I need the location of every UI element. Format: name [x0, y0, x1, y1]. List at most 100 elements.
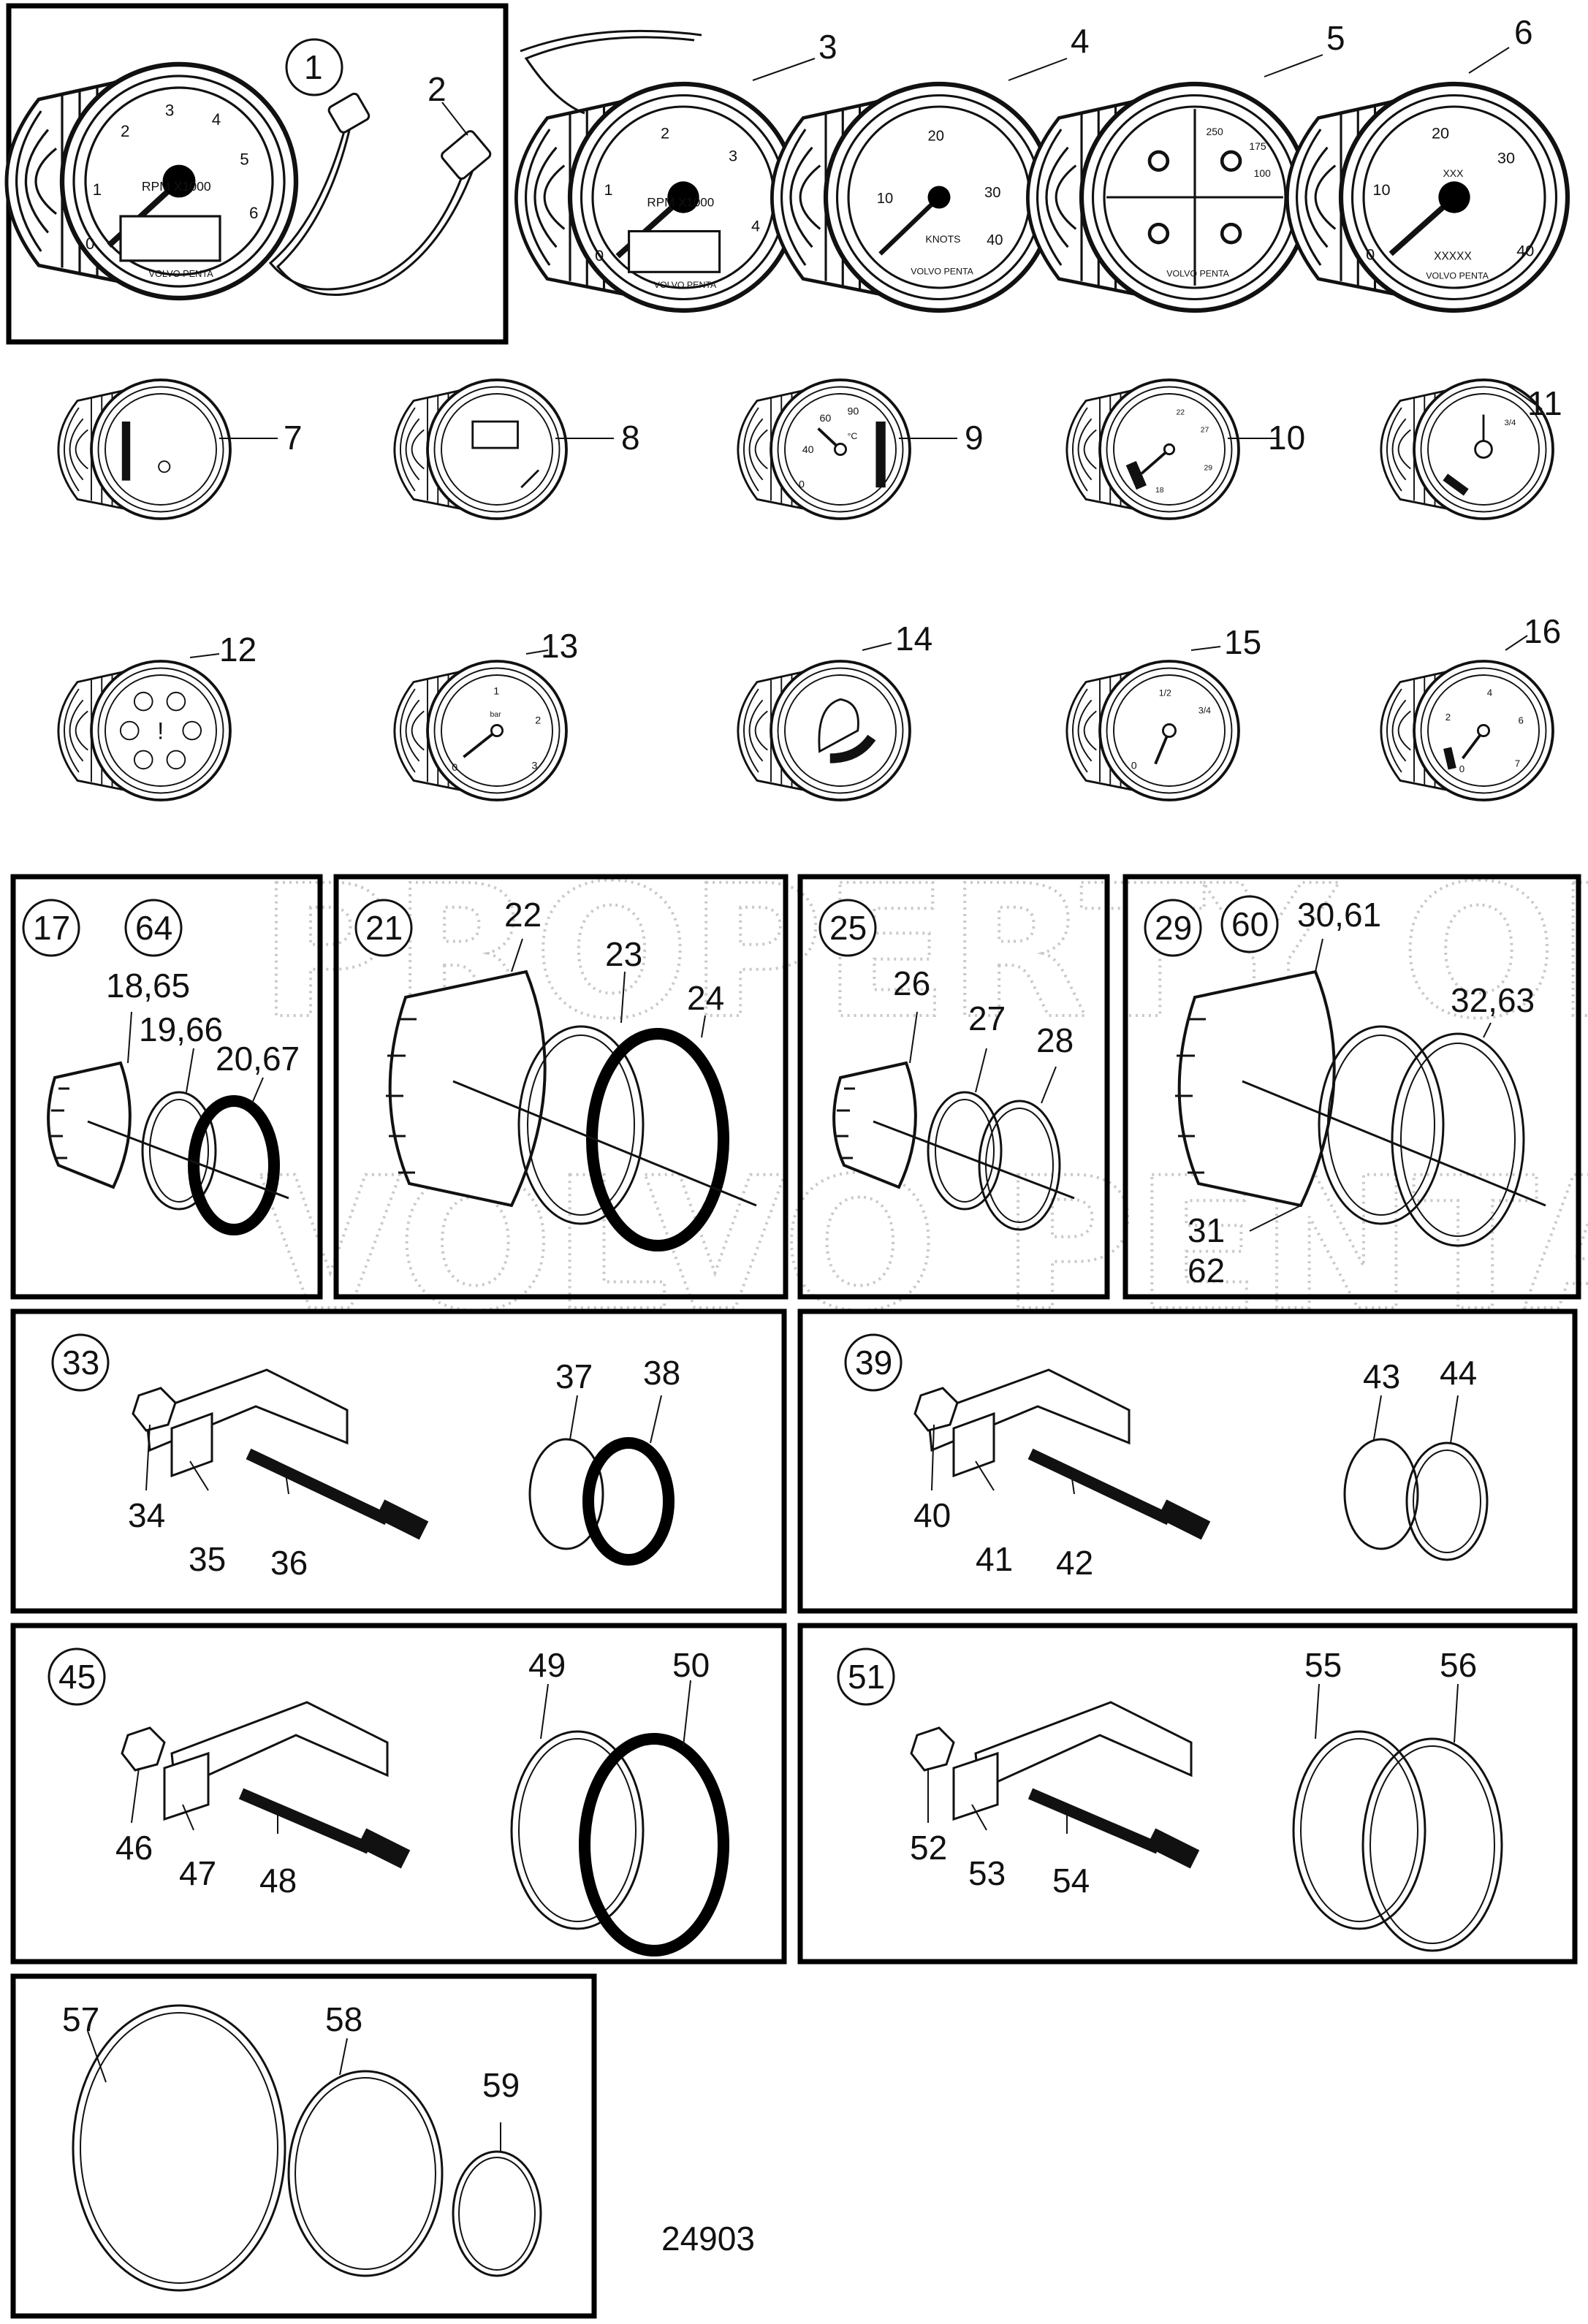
svg-text:40: 40	[802, 444, 814, 456]
gauge-speedometer-4: 10 20 30 40 KNOTS VOLVO PENTA	[772, 84, 1052, 310]
svg-text:3: 3	[165, 101, 174, 119]
callout-40: 40	[913, 1496, 951, 1534]
svg-text:40: 40	[1516, 242, 1534, 260]
callout-27: 27	[968, 999, 1006, 1037]
callout-28: 28	[1036, 1021, 1074, 1059]
callout-38: 38	[643, 1354, 680, 1392]
frame-51	[797, 1623, 1578, 1965]
frame-29-60	[1122, 874, 1581, 1300]
svg-text:250: 250	[1207, 126, 1224, 137]
svg-text:29: 29	[1204, 465, 1213, 473]
gauge-10-voltmeter: 18 22 27 29	[1065, 378, 1240, 520]
gauge-quad-5: 250 175 100 VOLVO PENTA	[1027, 84, 1308, 310]
callout-26: 26	[893, 964, 930, 1002]
mounting-nut-large-29	[1175, 969, 1546, 1247]
callout-13: 13	[541, 627, 578, 665]
callout-9: 9	[965, 419, 984, 457]
bracket-kit-33	[132, 1368, 675, 1566]
callout-48: 48	[259, 1862, 297, 1900]
svg-text:20: 20	[928, 129, 944, 145]
callout-62: 62	[1188, 1251, 1225, 1289]
callout-20-67: 20,67	[216, 1040, 300, 1078]
svg-text:18: 18	[1155, 487, 1164, 495]
svg-text:3: 3	[532, 760, 538, 772]
gauge-14-trim	[736, 660, 911, 801]
brand-label-1: VOLVO PENTA	[148, 268, 213, 279]
svg-text:175: 175	[1249, 140, 1266, 152]
callout-8: 8	[621, 419, 640, 457]
svg-text:1/2: 1/2	[1159, 688, 1171, 698]
brand-label-5: VOLVO PENTA	[1166, 269, 1229, 279]
callout-33: 33	[62, 1344, 99, 1382]
knots-label: KNOTS	[925, 233, 960, 245]
svg-text:4: 4	[212, 110, 221, 129]
callout-21: 21	[365, 909, 403, 947]
svg-text:3/4: 3/4	[1198, 705, 1211, 715]
seal-ring-57	[72, 2004, 286, 2292]
callout-32-63: 32,63	[1451, 981, 1535, 1019]
rpm-label-3: RPM X1000	[647, 195, 714, 209]
figure-number: 24903	[661, 2220, 755, 2258]
callout-10: 10	[1268, 419, 1305, 457]
seal-ring-58	[287, 2070, 444, 2277]
callout-2: 2	[428, 70, 447, 108]
svg-text:22: 22	[1177, 409, 1185, 417]
callout-49: 49	[528, 1646, 566, 1684]
gauge-16-oil-pressure: 0 2 4 6 7	[1379, 660, 1554, 801]
svg-text:1: 1	[604, 180, 613, 199]
callout-17: 17	[33, 909, 70, 947]
celsius-label: °C	[848, 431, 858, 441]
callout-16: 16	[1524, 612, 1561, 650]
gauge-3-wire	[524, 36, 695, 115]
seal-rings	[72, 2004, 542, 2292]
svg-text:0: 0	[1131, 760, 1137, 772]
callout-25: 25	[829, 909, 867, 947]
svg-text:6: 6	[1519, 715, 1524, 726]
callout-58: 58	[325, 2000, 362, 2038]
svg-text:90: 90	[848, 406, 859, 418]
svg-text:100: 100	[1254, 167, 1272, 179]
callout-46: 46	[115, 1829, 153, 1867]
callout-47: 47	[179, 1854, 216, 1892]
callout-5: 5	[1326, 19, 1345, 57]
brand-label-3: VOLVO PENTA	[654, 280, 717, 290]
svg-text:0: 0	[799, 479, 805, 490]
callout-15: 15	[1224, 623, 1261, 661]
svg-text:4: 4	[751, 217, 760, 235]
callout-14: 14	[895, 620, 932, 658]
gauge-15-fuel: 0 1/2 3/4	[1065, 660, 1240, 801]
callout-30-61: 30,61	[1297, 896, 1381, 934]
callout-18-65: 18,65	[106, 967, 190, 1005]
callout-42: 42	[1056, 1544, 1093, 1582]
gauge-8	[392, 378, 568, 520]
svg-text:0: 0	[1459, 763, 1464, 774]
leader-lines	[87, 47, 1543, 2152]
svg-text:40: 40	[987, 232, 1003, 248]
svg-text:5: 5	[240, 151, 248, 169]
frame-39	[797, 1308, 1578, 1614]
callout-44: 44	[1440, 1354, 1477, 1392]
callout-39: 39	[855, 1344, 892, 1382]
svg-text:3: 3	[729, 146, 737, 164]
callout-59: 59	[482, 2066, 520, 2104]
callout-41: 41	[976, 1540, 1013, 1578]
frame-21	[333, 874, 789, 1300]
callout-34: 34	[128, 1496, 165, 1534]
svg-text:10: 10	[877, 191, 893, 207]
svg-text:20: 20	[1432, 123, 1449, 142]
svg-text:1: 1	[93, 180, 102, 199]
mounting-nut-small-1	[47, 1061, 289, 1235]
callout-36: 36	[270, 1544, 308, 1582]
svg-text:4: 4	[1487, 687, 1492, 698]
gauge-tachometer-1: RPM X1000 VOLVO PENTA 0 1 2 3 4 5 6	[7, 64, 296, 298]
svg-text:2: 2	[661, 123, 669, 142]
svg-text:60: 60	[820, 413, 832, 424]
brand-label-4: VOLVO PENTA	[911, 266, 973, 276]
bar-label-13: bar	[490, 711, 502, 719]
mounting-nut-small-25	[832, 1061, 1075, 1231]
callout-52: 52	[910, 1829, 947, 1867]
bracket-kit-45	[121, 1701, 729, 1957]
callout-23: 23	[605, 935, 642, 973]
callout-29: 29	[1155, 909, 1192, 947]
gauge-9-temperature: 0 40 60 90 °C	[736, 378, 911, 520]
